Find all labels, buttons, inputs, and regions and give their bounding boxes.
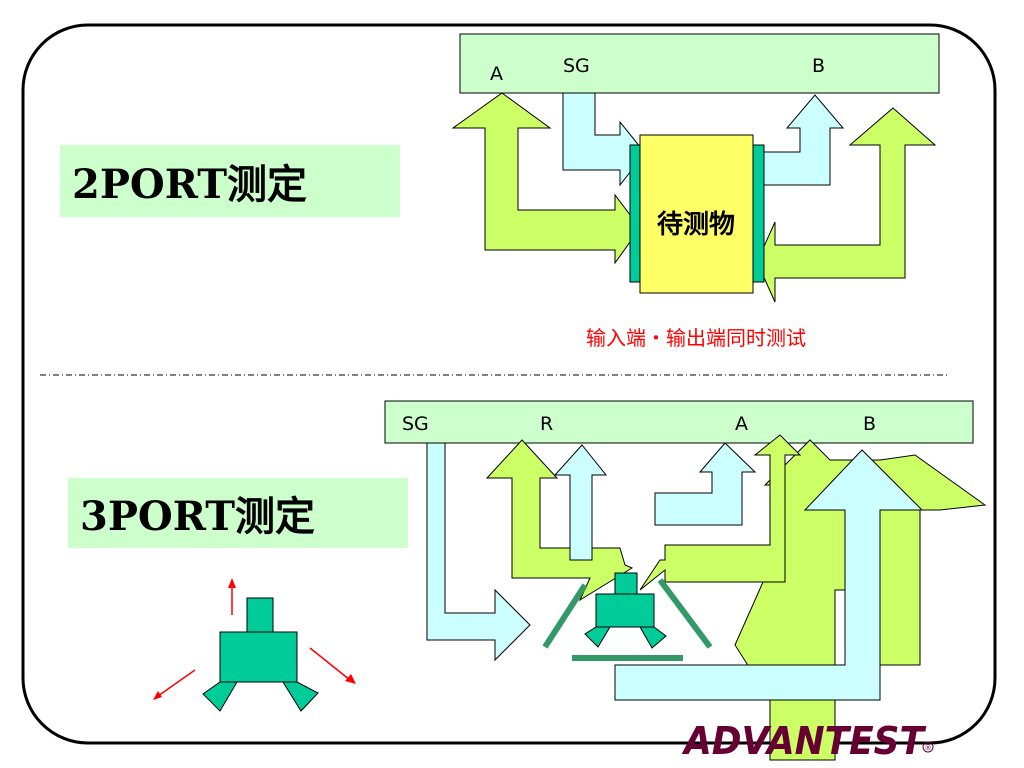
three-port-instrument-band (384, 400, 974, 444)
icon-top-port (246, 597, 274, 634)
three-port-blue-arrow-r (553, 444, 608, 561)
three-port-port-a-label: A (735, 413, 748, 435)
icon-arrow-up-head (228, 578, 236, 588)
two-port-instrument-band (459, 33, 940, 94)
icon-arrow-right (309, 647, 351, 681)
two-port-title: 2PORT测定 (72, 161, 307, 208)
icon-body (219, 631, 298, 683)
two-port-blue-arrow-b (759, 94, 845, 186)
icon-left-port (202, 681, 238, 712)
two-port-title-box (60, 145, 400, 217)
two-port-port-b-label: B (812, 55, 825, 77)
three-port-green-arrow-a (639, 434, 802, 591)
two-port-blue-arrow-sg (562, 92, 646, 187)
three-port-port-sg-label: SG (402, 413, 429, 435)
two-port-section: 2PORT测定 A SG B 待测物 输入端・输出端同时测试 (60, 33, 940, 350)
three-port-port-b-label: B (863, 413, 876, 435)
dut-box (639, 134, 754, 294)
device-right-port (639, 626, 667, 649)
device-reference-line-right (657, 578, 713, 649)
device-left-port (584, 626, 611, 648)
three-port-blue-arrow-sg (426, 442, 531, 662)
slide-frame (21, 23, 997, 745)
three-port-title-box (68, 478, 408, 548)
three-port-blue-arrow-b (614, 449, 924, 701)
two-port-green-arrow-left (451, 92, 641, 265)
three-port-title: 3PORT测定 (80, 493, 315, 540)
advantest-logo: ADVANTEST ® (681, 719, 934, 763)
logo-text: ADVANTEST (681, 719, 927, 763)
device-top-port (614, 572, 638, 597)
device-reference-line-left (542, 583, 588, 649)
icon-arrow-left-head (153, 691, 162, 700)
icon-right-port (282, 681, 319, 712)
device-body (595, 593, 655, 628)
dut-port-right (751, 144, 765, 283)
three-port-section: 3PORT测定 SG R A B (68, 400, 987, 761)
three-port-port-r-label: R (540, 413, 553, 435)
dut-label: 待测物 (657, 210, 735, 240)
three-port-blue-arrow-a (654, 442, 757, 526)
logo-registered-circle (922, 741, 934, 753)
two-port-port-sg-label: SG (563, 55, 590, 77)
icon-arrow-right-head (345, 674, 356, 684)
three-port-device (542, 572, 713, 661)
three-port-icon (153, 578, 356, 712)
logo-registered-mark: ® (925, 744, 932, 752)
two-port-caption: 输入端・输出端同时测试 (586, 326, 806, 350)
two-port-green-arrow-right (756, 107, 937, 303)
three-port-green-arrow-r (485, 439, 634, 602)
icon-arrow-left (157, 669, 196, 697)
two-port-port-a-label: A (490, 63, 503, 85)
